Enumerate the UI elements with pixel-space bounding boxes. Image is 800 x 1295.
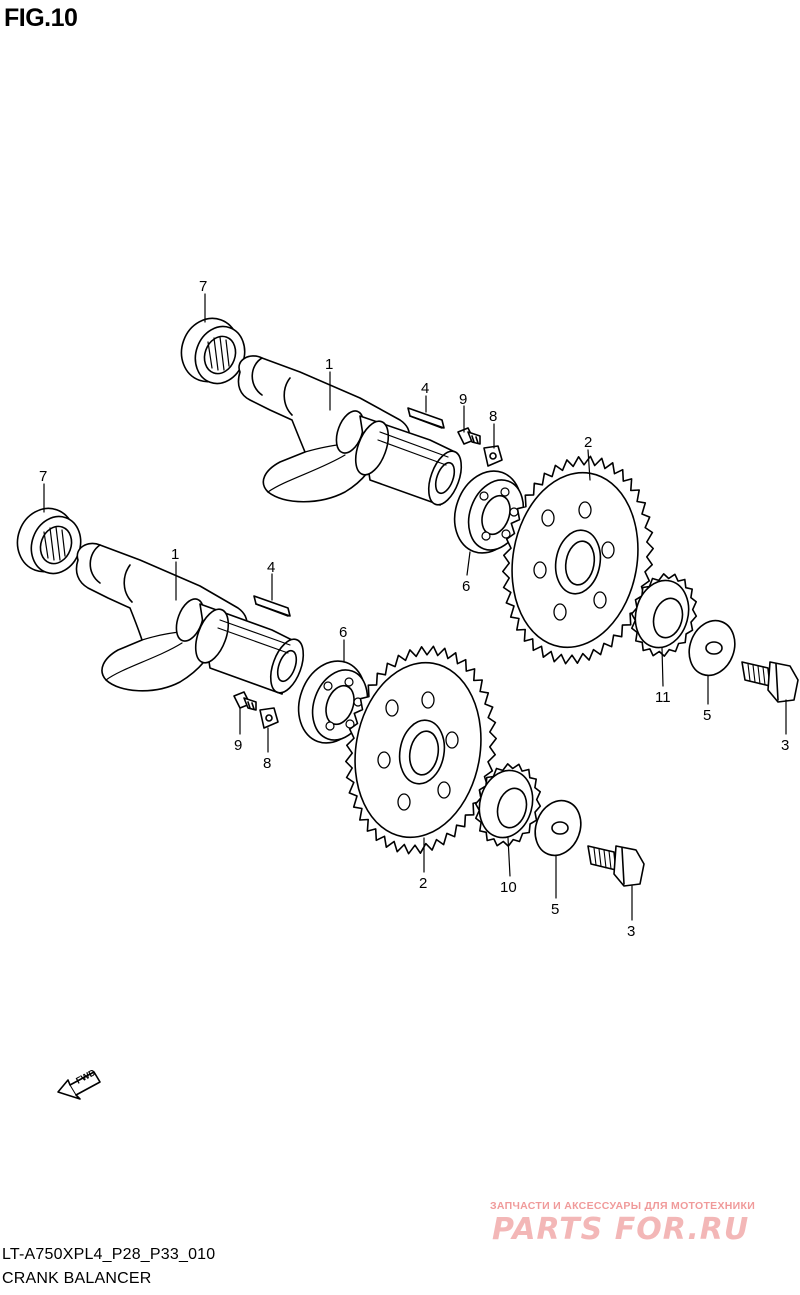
lower-balancer-shaft xyxy=(76,543,309,697)
figure-title: FIG.10 xyxy=(4,4,78,32)
upper-key xyxy=(408,408,444,428)
lower-needle-bearing xyxy=(9,500,89,580)
lower-key xyxy=(254,596,290,616)
lower-flange-bolt xyxy=(588,846,644,886)
callout-upper-gear-small: 11 xyxy=(655,689,671,706)
callout-upper-bearing-right: 6 xyxy=(462,578,470,595)
lower-small-gear xyxy=(472,764,540,846)
callout-upper-retainer: 8 xyxy=(489,408,497,425)
callout-upper-gear-large: 2 xyxy=(584,434,592,451)
callout-upper-screw: 9 xyxy=(459,391,467,408)
diagram-name: CRANK BALANCER xyxy=(2,1270,152,1287)
callout-lower-retainer: 8 xyxy=(263,755,271,772)
callout-upper-washer: 5 xyxy=(703,707,711,724)
callout-lower-bearing-right: 6 xyxy=(339,624,347,641)
lower-retainer xyxy=(260,708,278,728)
upper-needle-bearing xyxy=(173,310,253,390)
upper-retainer xyxy=(484,446,502,466)
leader-lines xyxy=(43,293,787,921)
upper-small-gear xyxy=(628,574,696,656)
callout-lower-bearing-left: 7 xyxy=(39,468,47,485)
watermark-logo: PARTS FOR.RU xyxy=(492,1212,750,1247)
callout-upper-bearing-left: 7 xyxy=(199,278,207,295)
lower-washer xyxy=(528,794,588,862)
upper-balancer-shaft xyxy=(238,356,467,509)
callout-lower-gear-small: 10 xyxy=(500,879,517,896)
lower-screw xyxy=(234,692,256,710)
callout-upper-key: 4 xyxy=(421,380,429,397)
callout-lower-washer: 5 xyxy=(551,901,559,918)
callout-upper-bolt: 3 xyxy=(781,737,789,754)
callout-lower-bolt: 3 xyxy=(627,923,635,940)
watermark-tagline: ЗАПЧАСТИ И АКСЕССУАРЫ ДЛЯ МОТОТЕХНИКИ xyxy=(490,1200,756,1212)
lower-ball-bearing xyxy=(288,652,377,753)
upper-screw xyxy=(458,428,480,444)
upper-flange-bolt xyxy=(742,662,798,702)
callout-upper-shaft: 1 xyxy=(325,356,333,373)
callout-lower-screw: 9 xyxy=(234,737,242,754)
callout-labels: 7 1 4 9 8 6 2 11 5 3 7 1 4 6 9 8 2 10 5 … xyxy=(39,278,789,940)
lower-balancer-drive-gear xyxy=(342,646,497,853)
callout-lower-shaft: 1 xyxy=(171,546,179,563)
upper-balancer-driven-gear xyxy=(499,456,654,663)
upper-ball-bearing xyxy=(444,462,533,563)
upper-washer xyxy=(682,614,742,682)
callout-lower-key: 4 xyxy=(267,559,275,576)
diagram-code: LT-A750XPL4_P28_P33_010 xyxy=(2,1246,216,1263)
callout-lower-gear-large: 2 xyxy=(419,875,427,892)
fwd-arrow-icon: FWD xyxy=(57,1067,101,1100)
